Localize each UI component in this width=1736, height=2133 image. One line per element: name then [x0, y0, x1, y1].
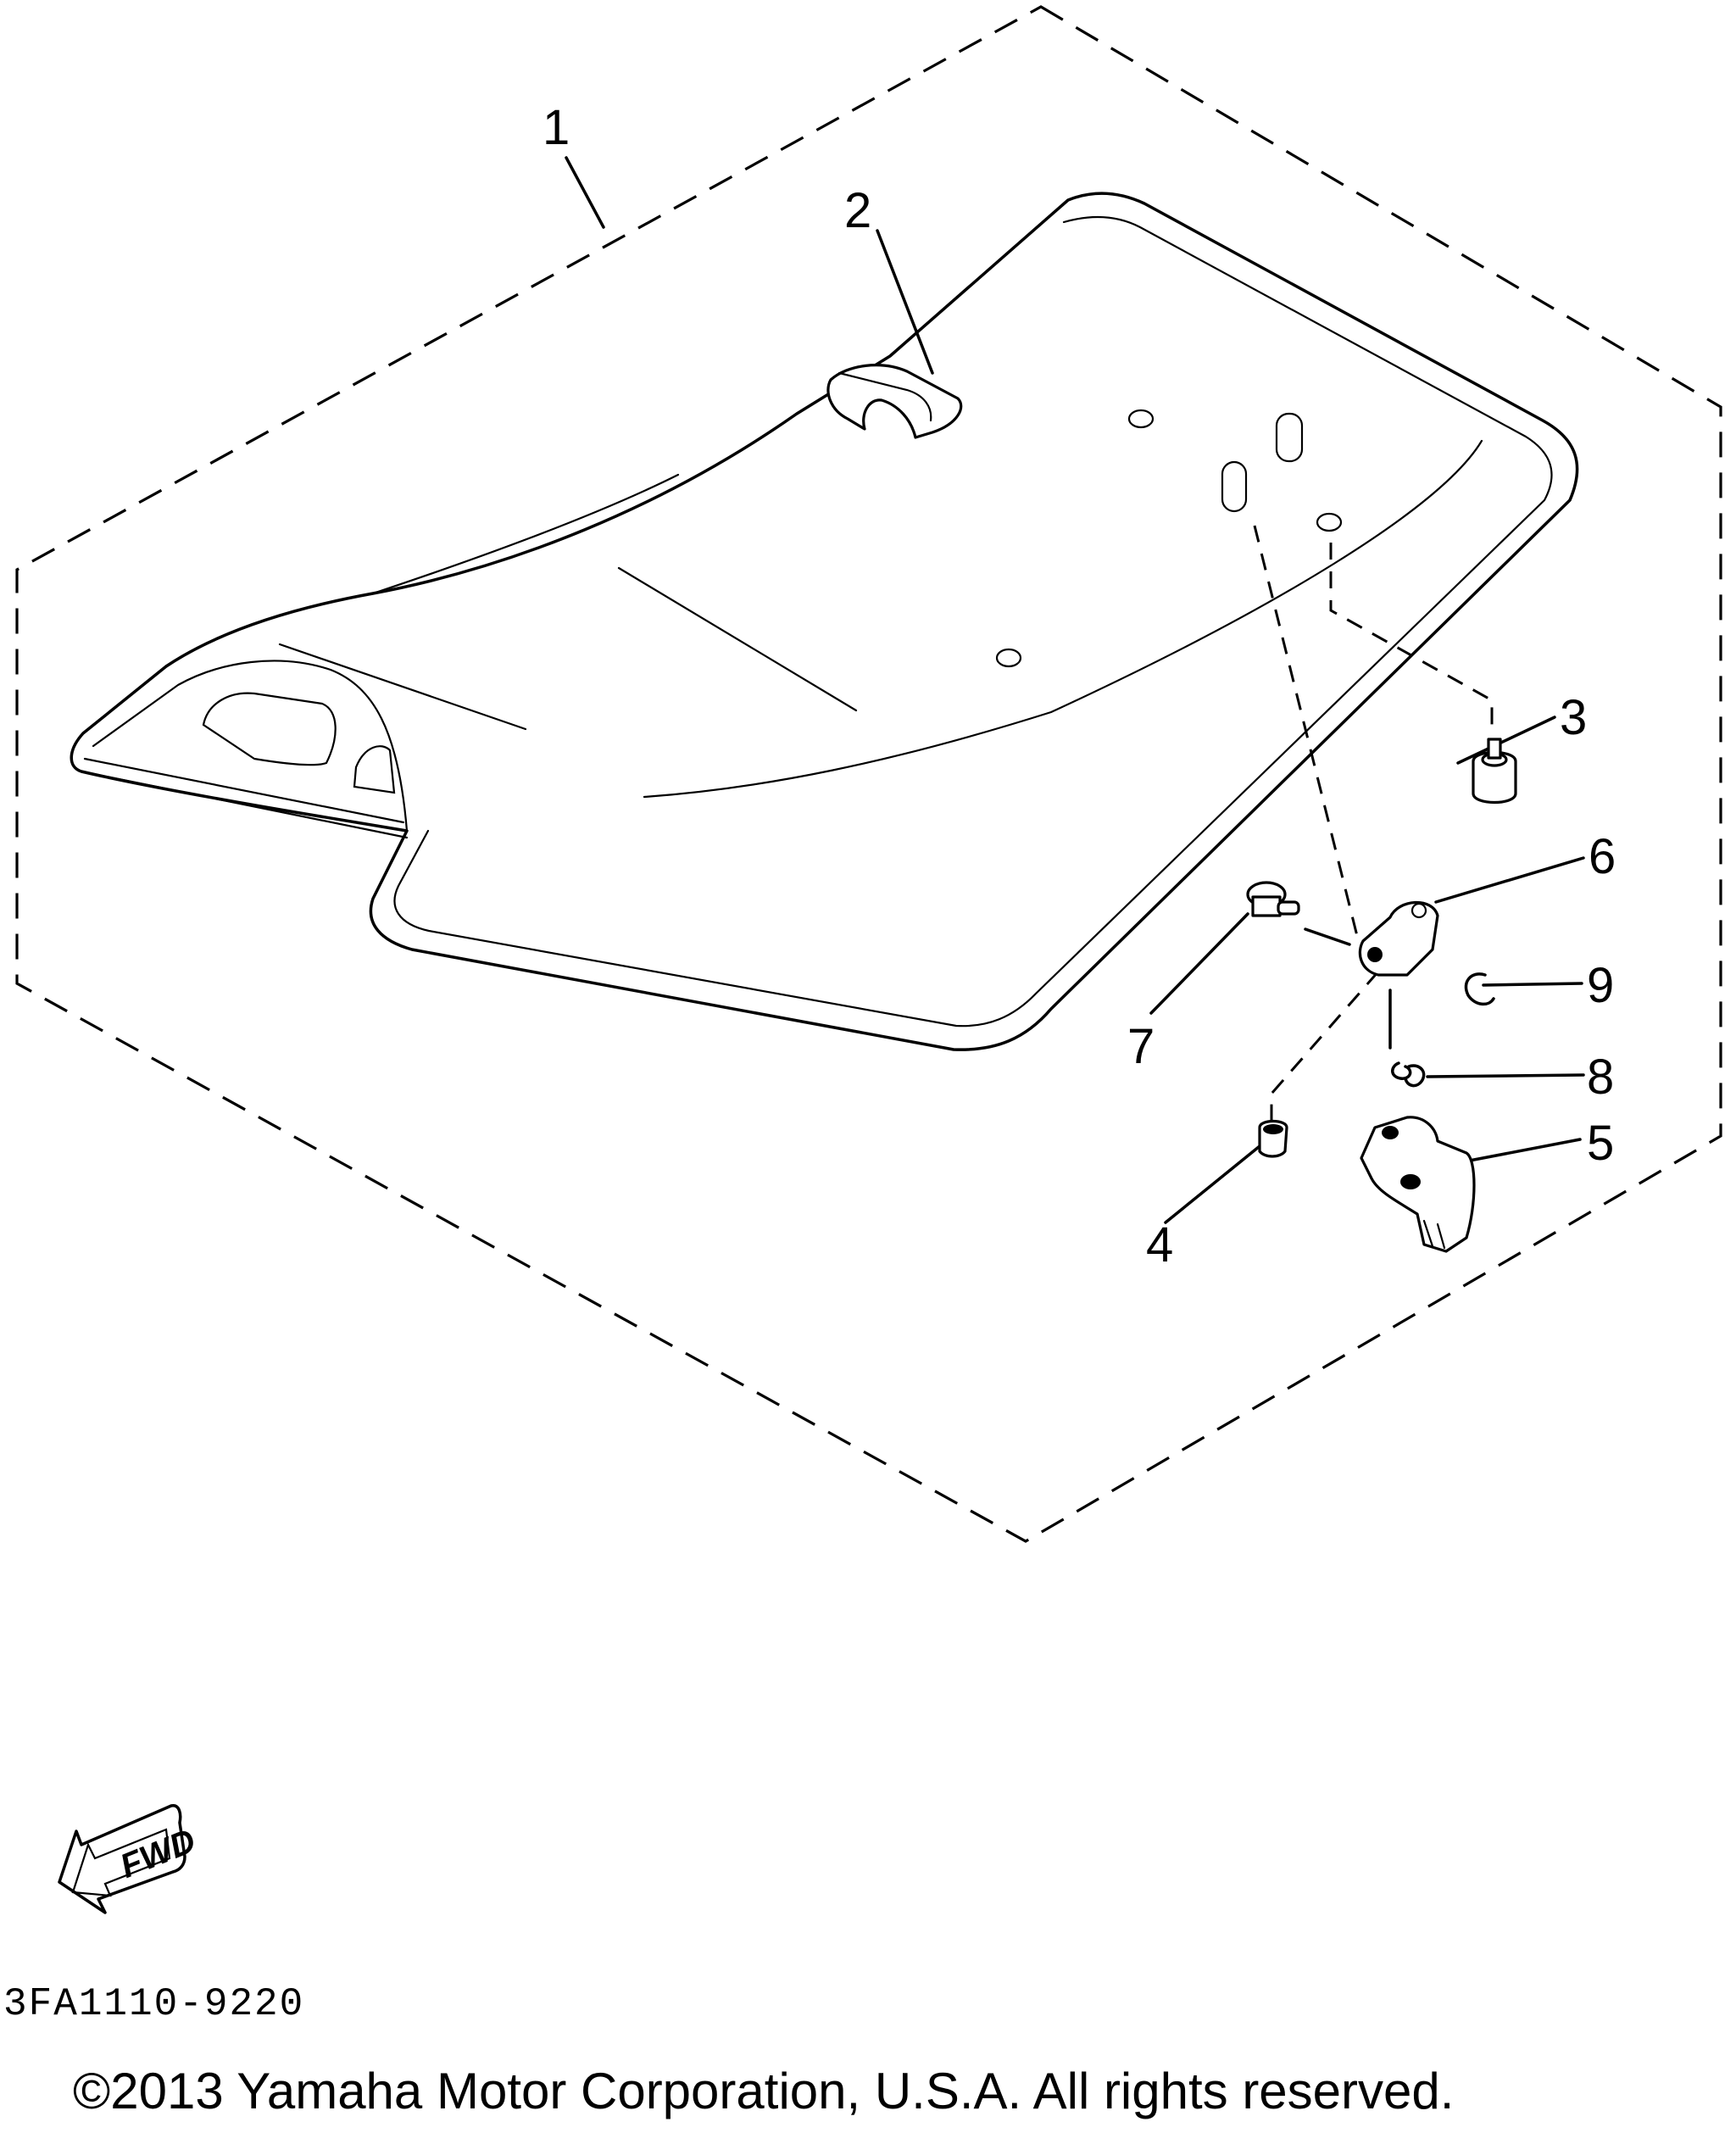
- callout-8: 8: [1587, 1050, 1614, 1105]
- leader-lines: [565, 156, 1585, 1224]
- fwd-arrow-icon: FWD: [58, 1804, 201, 1914]
- callout-6: 6: [1589, 829, 1616, 884]
- callout-4: 4: [1146, 1217, 1173, 1273]
- strap-clip: [826, 364, 963, 439]
- callout-1: 1: [542, 100, 570, 155]
- diagram-reference-code: 3FA1110-9220: [3, 1982, 305, 2026]
- spring-part: [1391, 1061, 1426, 1088]
- bushing-part: [1246, 881, 1300, 917]
- copyright-notice: ©2013 Yamaha Motor Corporation, U.S.A. A…: [73, 2063, 1455, 2119]
- assembly-boundary: [15, 5, 1722, 1543]
- assembly-lines: [1253, 525, 1494, 1128]
- lock-bracket-part: [1358, 900, 1439, 977]
- callout-7: 7: [1127, 1019, 1155, 1074]
- seat-body: [70, 192, 1579, 1051]
- latch-part: [1360, 1116, 1476, 1253]
- callout-numbers: 1 2 3 4 5 6 7 8 9: [542, 100, 1616, 1273]
- clip-ring-part: [1464, 972, 1495, 1006]
- callout-3: 3: [1560, 690, 1587, 745]
- callout-9: 9: [1587, 958, 1614, 1013]
- callout-2: 2: [844, 183, 871, 238]
- rubber-grommet-part: [1258, 1119, 1288, 1158]
- callout-5: 5: [1587, 1116, 1614, 1171]
- grommet-part: [1472, 738, 1517, 804]
